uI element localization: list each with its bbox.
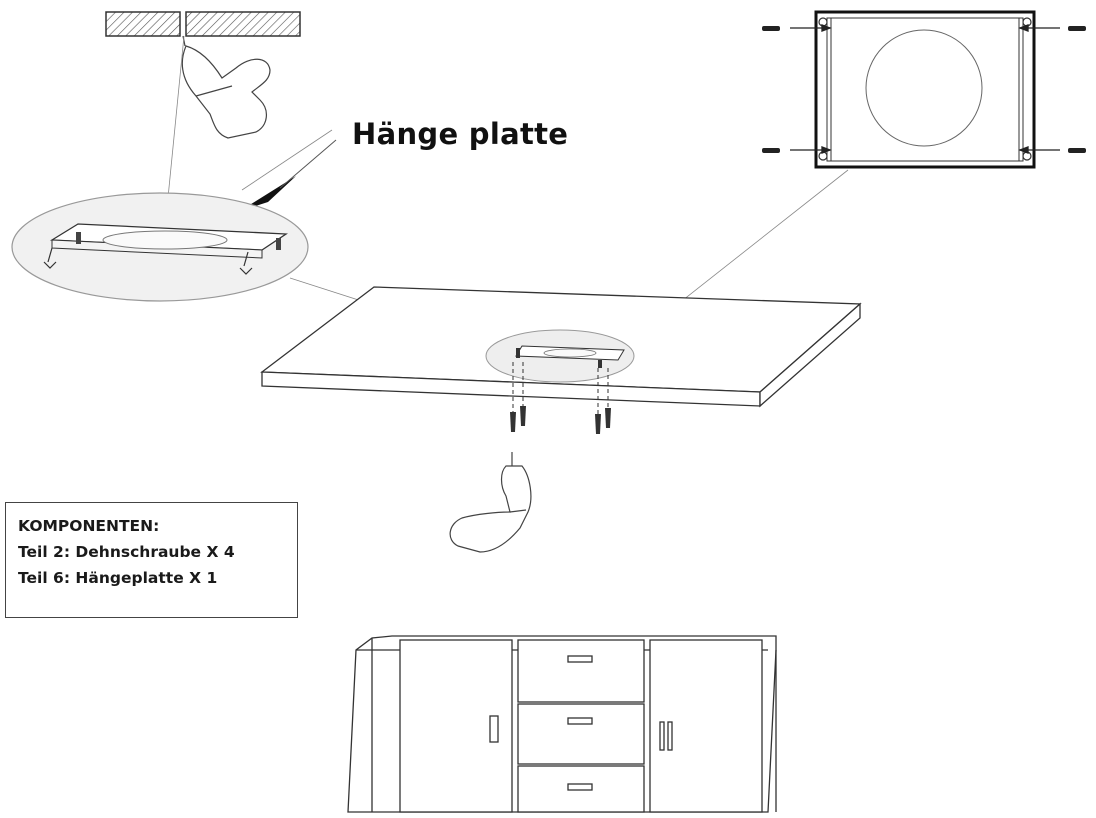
components-title: KOMPONENTEN: — [18, 517, 160, 535]
screw-icon — [510, 362, 611, 434]
components-list: KOMPONENTEN: Teil 2: Dehnschraube X 4 Te… — [5, 502, 298, 618]
hanging-plate-topview — [762, 10, 1086, 169]
cabinet — [347, 635, 777, 813]
arrow-pointer-icon — [240, 139, 337, 211]
ceiling-beam — [105, 11, 301, 37]
drill-icon — [181, 35, 271, 139]
component-item: Teil 2: Dehnschraube X 4 — [18, 543, 235, 561]
hanging-plate-label: Hänge platte — [352, 117, 569, 151]
tabletop-panel — [260, 286, 862, 408]
drill-icon — [449, 452, 532, 553]
component-item: Teil 6: Hängeplatte X 1 — [18, 569, 218, 587]
screw-icon — [762, 26, 1086, 153]
hanging-plate-magnifier — [11, 192, 309, 302]
